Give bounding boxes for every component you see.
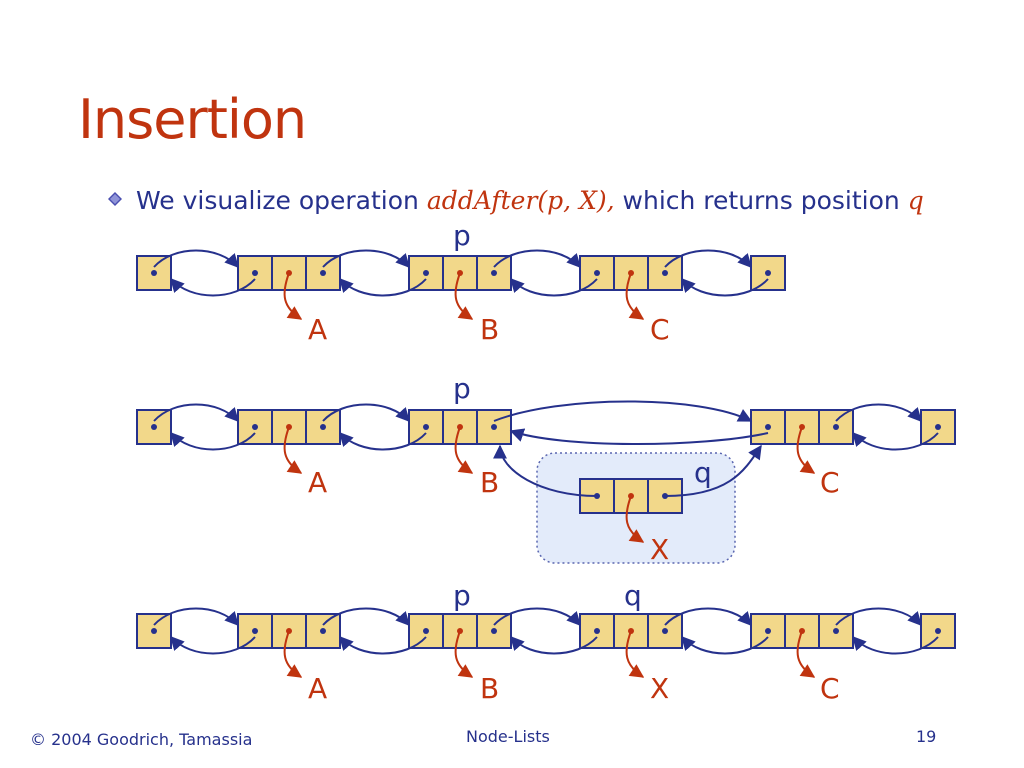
row3-node-3-prev-dot	[594, 628, 600, 634]
row2-node-a-element-arrow	[283, 426, 303, 474]
row1-node-3-element-arrow	[625, 272, 645, 320]
row3-element-b: B	[480, 672, 499, 705]
row3-node-3-next-dot	[662, 628, 668, 634]
row3-node-4-element-arrow	[796, 630, 816, 678]
row2-node-c-element-arrow	[796, 426, 816, 474]
row3-pointer-p: p	[453, 579, 471, 612]
row1-prev-link-3	[681, 277, 769, 297]
row3-node-1-prev-dot	[252, 628, 258, 634]
row2-node-c-prev-dot	[765, 424, 771, 430]
row2-prev-link-1	[339, 431, 427, 451]
row2-prev-link-3	[852, 431, 939, 451]
row1-prev-link-1	[339, 277, 427, 297]
row1-next-link-3	[664, 249, 752, 269]
row3-node-3-element-arrow	[625, 630, 645, 678]
row3-next-link-4	[835, 607, 922, 627]
row3-header-dot	[151, 628, 157, 634]
row2-node-b-next-dot	[491, 424, 497, 430]
row3-next-link-0	[153, 607, 239, 627]
row3-element-c: C	[820, 672, 840, 705]
footer-copyright: © 2004 Goodrich, Tamassia	[30, 730, 253, 749]
row3-node-2-prev-dot	[423, 628, 429, 634]
row1-next-link-2	[493, 249, 581, 269]
row3-prev-link-1	[339, 635, 427, 655]
row3-node-2-element-arrow	[454, 630, 474, 678]
bullet-operation-code: addAfter(p, X),	[426, 186, 615, 215]
bullet-point: We visualize operation addAfter(p, X), w…	[108, 186, 924, 215]
row3-prev-link-3	[681, 635, 769, 655]
row1-next-link-1	[322, 249, 410, 269]
row3-trailer-dot	[935, 628, 941, 634]
row1-element-a: A	[308, 313, 327, 346]
row1-node-3-prev-dot	[594, 270, 600, 276]
footer-topic: Node-Lists	[466, 727, 550, 746]
bullet-text-middle: which returns position	[614, 186, 908, 215]
row2-node-a-prev-cell	[237, 409, 273, 445]
row2-pointer-q: q	[694, 456, 712, 489]
slide-title: Insertion	[78, 88, 307, 151]
row2-pointer-p: p	[453, 372, 471, 405]
row2-header-dot	[151, 424, 157, 430]
row1-node-1-next-dot	[320, 270, 326, 276]
row2-trailer-dot	[935, 424, 941, 430]
row2-node-b-element-arrow	[454, 426, 474, 474]
row2-node-a-prev-dot	[252, 424, 258, 430]
row1-node-1-element-arrow	[283, 272, 303, 320]
row2-node-c-elem-cell	[784, 409, 820, 445]
row3-next-link-2	[493, 607, 581, 627]
row3-prev-link-2	[510, 635, 598, 655]
list-nodes	[136, 255, 956, 649]
row3-node-2-next-cell	[476, 613, 512, 649]
row2-element-c: C	[820, 466, 840, 499]
row3-node-1-element-arrow	[283, 630, 303, 678]
row1-element-b: B	[480, 313, 499, 346]
row3-node-2-next-dot	[491, 628, 497, 634]
row3-next-link-3	[664, 607, 752, 627]
row1-node-2-next-dot	[491, 270, 497, 276]
row3-next-link-1	[322, 607, 410, 627]
row2-node-a-next-dot	[320, 424, 326, 430]
row1-header-dot	[151, 270, 157, 276]
row2-long-next-link	[493, 400, 753, 422]
row1-node-1-prev-dot	[252, 270, 258, 276]
row1-node-2-element-arrow	[454, 272, 474, 320]
row3-element-x: X	[650, 672, 669, 705]
footer-page-number: 19	[916, 727, 937, 746]
row2-x-next-link	[664, 444, 762, 497]
row1-node-2-prev-dot	[423, 270, 429, 276]
bullet-text-prefix: We visualize operation	[136, 186, 427, 215]
row2-node-c-next-dot	[833, 424, 839, 430]
row2-node-x-element-arrow	[625, 495, 645, 543]
row1-element-c: C	[650, 313, 670, 346]
row2-next-link-1	[322, 403, 410, 423]
row3-node-4-prev-dot	[765, 628, 771, 634]
row2-long-prev-link	[509, 428, 769, 446]
row3-node-1-next-dot	[320, 628, 326, 634]
row1-pointer-p: p	[453, 219, 471, 252]
list-links	[153, 249, 939, 678]
row1-node-3-next-dot	[662, 270, 668, 276]
row1-prev-link-0	[170, 277, 256, 297]
row3-prev-link-0	[170, 635, 256, 655]
row1-next-link-0	[153, 249, 239, 269]
row3-node-4-next-dot	[833, 628, 839, 634]
row3-prev-link-4	[852, 635, 939, 655]
row2-next-link-3	[835, 403, 922, 423]
row1-trailer-dot	[765, 270, 771, 276]
bullet-position-var: q	[907, 186, 924, 215]
row2-next-link-0	[153, 403, 239, 423]
row2-x-prev-link	[493, 444, 598, 497]
row2-node-b-prev-dot	[423, 424, 429, 430]
row1-prev-link-2	[510, 277, 598, 297]
row3-pointer-q: q	[624, 579, 642, 612]
row2-element-x: X	[650, 533, 669, 566]
diamond-bullet-icon	[108, 192, 122, 206]
row3-element-a: A	[308, 672, 327, 705]
row2-prev-link-0	[170, 431, 256, 451]
row2-element-a: A	[308, 466, 327, 499]
row2-element-b: B	[480, 466, 499, 499]
